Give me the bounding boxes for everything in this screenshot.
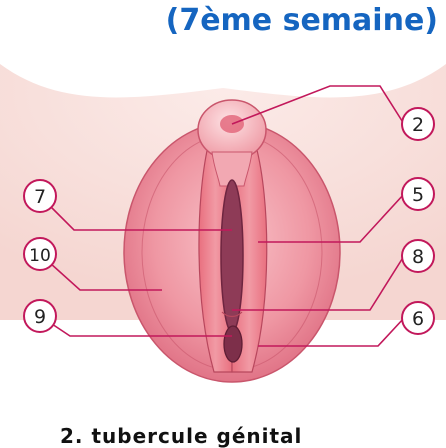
- callout-label-5: 5: [412, 184, 424, 206]
- anal-membrane: [224, 326, 242, 362]
- embryo-illustration: 2 5 8 6 7 10 9: [0, 0, 446, 436]
- callout-label-7: 7: [34, 186, 46, 208]
- callout-label-10: 10: [29, 246, 51, 266]
- figure-caption: 2. tubercule génital: [60, 424, 302, 448]
- callout-label-2: 2: [412, 114, 424, 136]
- diagram-stage: (7ème semaine): [0, 0, 446, 436]
- callout-label-6: 6: [412, 308, 424, 330]
- callout-label-9: 9: [34, 306, 46, 328]
- callout-label-8: 8: [412, 246, 424, 268]
